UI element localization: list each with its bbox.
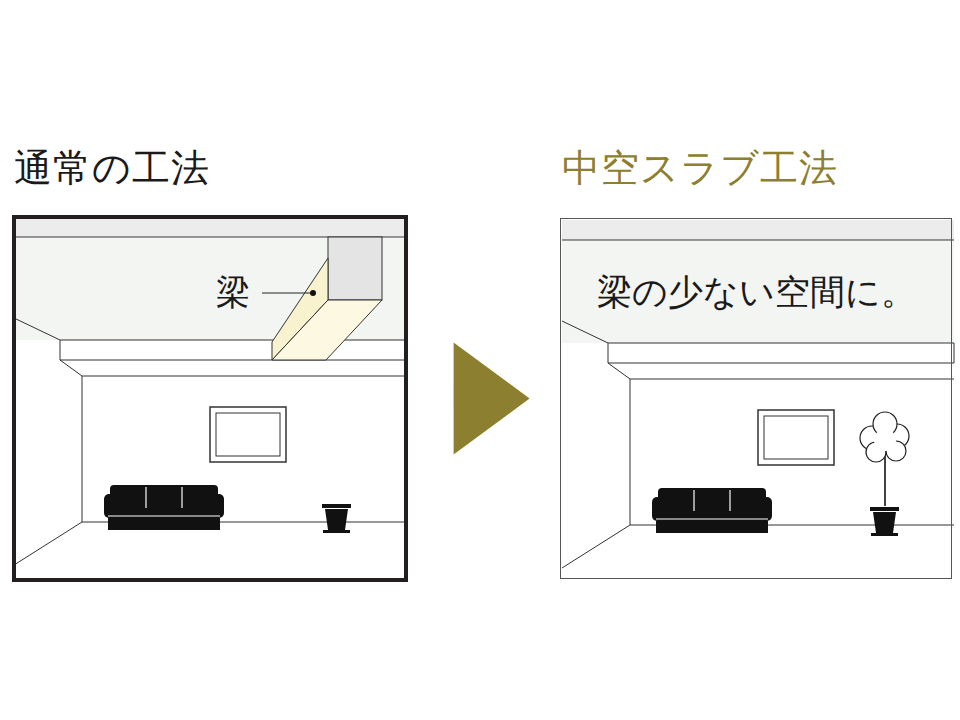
direction-arrow bbox=[454, 343, 530, 455]
panel-caption: 梁の少ない空間に。 bbox=[560, 268, 952, 316]
label-holder: 梁 bbox=[216, 270, 250, 314]
panel-heading: 中空スラブ工法 bbox=[560, 140, 952, 196]
panel-box: 中空スラブ工法梁の少ない空間に。 bbox=[560, 140, 952, 580]
panel-box: 通常の工法 bbox=[12, 140, 408, 582]
part-label: 梁 bbox=[216, 270, 250, 314]
panel-frame bbox=[12, 215, 408, 582]
panel-heading: 通常の工法 bbox=[12, 140, 408, 196]
